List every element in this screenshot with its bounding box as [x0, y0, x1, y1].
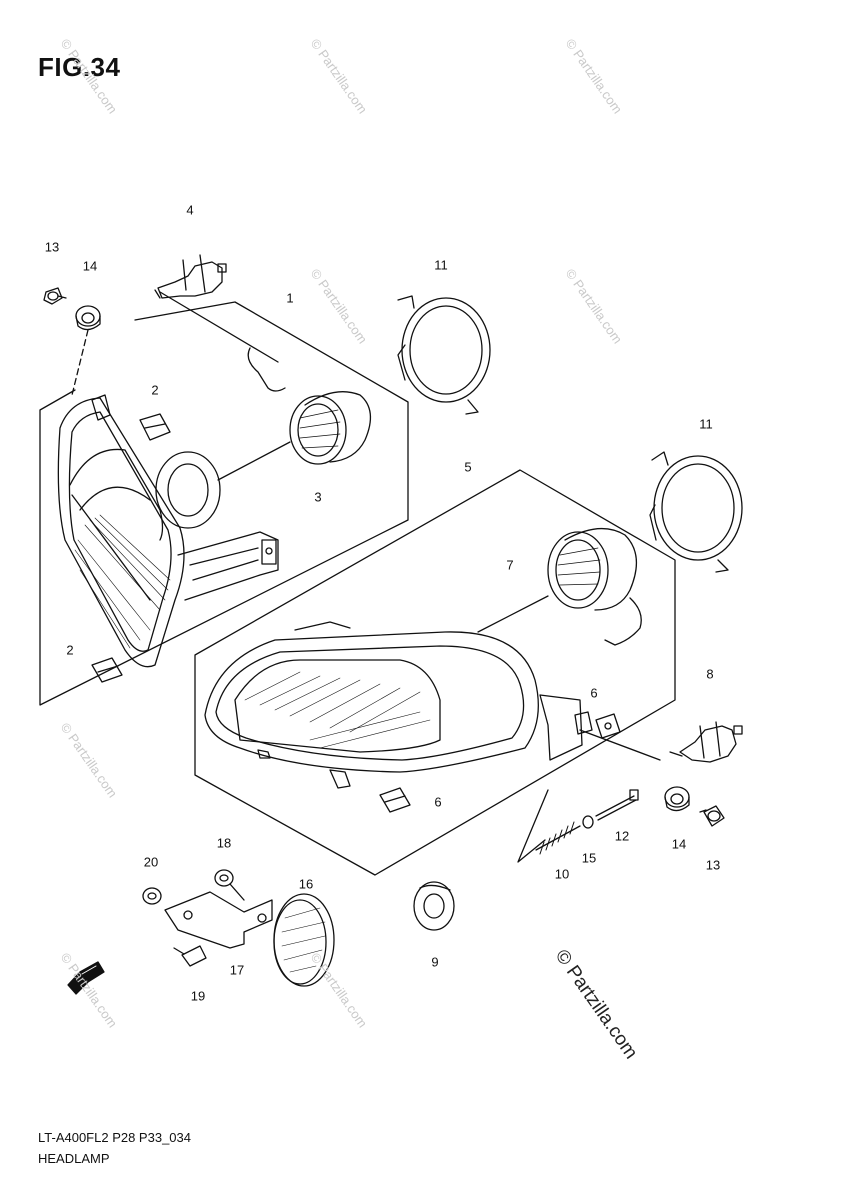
part-10-spring [535, 821, 581, 855]
callout-8: 8 [706, 666, 714, 682]
part-12-screw [595, 789, 639, 821]
assembly-5-frame [194, 469, 676, 876]
callout-9: 9 [431, 954, 439, 970]
part-20-nut [142, 887, 162, 905]
callout-6: 6 [590, 685, 598, 701]
part-2-clip-lower [91, 657, 123, 683]
callout-2: 2 [151, 382, 159, 398]
leader-8 [579, 729, 661, 761]
callout-17: 17 [229, 962, 245, 978]
part-14-grommet-lower [664, 786, 690, 812]
part-16-reflector [273, 893, 335, 987]
part-17-bracket [164, 891, 273, 949]
part-15-washer [582, 815, 594, 829]
front-arrow-icon [67, 961, 105, 995]
part-14-grommet-upper [75, 305, 101, 331]
callout-5: 5 [464, 459, 472, 475]
callout-2: 2 [66, 642, 74, 658]
part-9-ring [413, 881, 455, 931]
part-18-nut [214, 869, 234, 887]
part-2-clip-upper [139, 413, 171, 441]
part-11-ring-upper [397, 295, 491, 415]
figure-title: FIG.34 [38, 52, 121, 82]
leader-4 [159, 291, 279, 363]
headlamp-housing-5 [204, 621, 593, 789]
part-7-socket [547, 527, 642, 646]
part-6-clip-upper [595, 713, 621, 739]
part-8-bulb [669, 721, 743, 763]
callout-14: 14 [671, 836, 687, 852]
callout-12: 12 [614, 828, 630, 844]
callout-10: 10 [554, 866, 570, 882]
callout-16: 16 [298, 876, 314, 892]
headlamp-housing-1 [57, 394, 279, 668]
callout-20: 20 [143, 854, 159, 870]
callout-1: 1 [286, 290, 294, 306]
part-6-clip-lower [379, 787, 411, 813]
callout-4: 4 [186, 202, 194, 218]
diagram-code: LT-A400FL2 P28 P33_034 [38, 1130, 191, 1145]
part-11-ring-lower [649, 451, 743, 573]
part-4-bulb [154, 254, 227, 299]
callout-13: 13 [705, 857, 721, 873]
part-3-socket [247, 347, 372, 465]
callout-18: 18 [216, 835, 232, 851]
leader-10 [517, 789, 549, 863]
callout-19: 19 [190, 988, 206, 1004]
part-13-screw-lower [699, 805, 725, 827]
callout-6: 6 [434, 794, 442, 810]
callout-14: 14 [82, 258, 98, 274]
leader-14a [71, 329, 89, 396]
callout-11: 11 [699, 416, 713, 432]
callout-7: 7 [506, 557, 514, 573]
leader-7 [477, 595, 549, 633]
assembly-1-frame [39, 301, 409, 706]
part-19-bolt [173, 945, 207, 967]
callout-3: 3 [314, 489, 322, 505]
callout-11: 11 [434, 257, 448, 273]
callout-15: 15 [581, 850, 597, 866]
part-13-screw-upper [43, 287, 67, 305]
leader-18 [229, 883, 245, 901]
leader-3 [217, 441, 291, 481]
diagram-name: HEADLAMP [38, 1151, 110, 1166]
callout-13: 13 [44, 239, 60, 255]
